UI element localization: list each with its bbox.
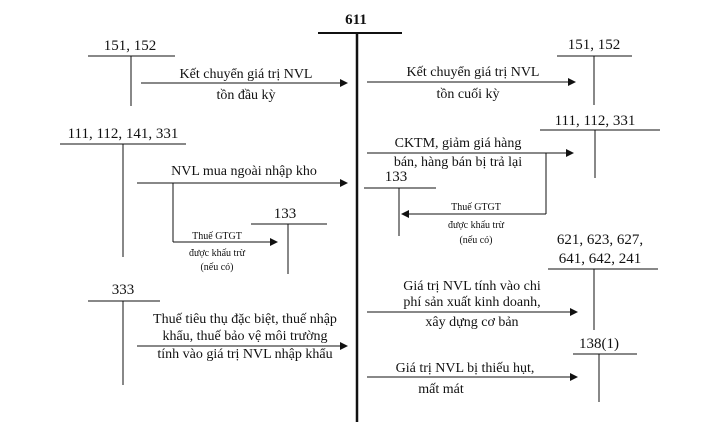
main-account-title: 611: [345, 12, 367, 28]
entry-left-taxes-line3: tính vào giá trị NVL nhập khẩu: [157, 347, 332, 362]
account-label-r4: 138(1): [579, 336, 619, 352]
entry-left-taxes-line1: Thuế tiêu thụ đặc biệt, thuế nhập: [153, 312, 337, 327]
entry-right-production-line3: xây dựng cơ bản: [425, 315, 518, 330]
entry-right-shortage-line1: Giá trị NVL bị thiếu hụt,: [396, 361, 535, 376]
entry-left-vat-line2: được khấu trừ: [189, 248, 246, 259]
account-label-l2: 111, 112, 141, 331: [68, 126, 179, 142]
entry-right-discount-line1: CKTM, giảm giá hàng: [395, 136, 522, 151]
account-label-l1: 151, 152: [104, 38, 157, 54]
entry-right-vat-line1: Thuế GTGT: [451, 202, 501, 213]
entry-left-vat-line1: Thuế GTGT: [192, 231, 242, 242]
entry-right-shortage-line2: mất mát: [418, 382, 464, 397]
account-label-r2sub: 133: [385, 169, 408, 185]
entry-right-production-line2: phí sản xuất kinh doanh,: [403, 295, 540, 310]
entry-right-closing-line2: tồn cuối kỳ: [437, 87, 500, 102]
entry-right-closing-line1: Kết chuyển giá trị NVL: [407, 65, 540, 80]
entry-right-discount-line2: bán, hàng bán bị trả lại: [394, 155, 522, 170]
entry-right-production-line1: Giá trị NVL tính vào chi: [403, 279, 541, 294]
account-label-r3-line2: 641, 642, 241: [559, 251, 642, 267]
entry-right-vat-line2: được khấu trừ: [448, 220, 505, 231]
account-label-r3-line1: 621, 623, 627,: [557, 232, 643, 248]
account-label-r2: 111, 112, 331: [555, 113, 636, 129]
entry-right-vat-line3: (nếu có): [459, 235, 492, 246]
entry-left-vat-line3: (nếu có): [200, 262, 233, 273]
entry-left-opening-line2: tồn đầu kỳ: [216, 88, 275, 103]
entry-left-purchase: NVL mua ngoài nhập kho: [171, 164, 317, 179]
account-label-l2sub: 133: [274, 206, 297, 222]
account-label-l3: 333: [112, 282, 135, 298]
entry-left-taxes-line2: khẩu, thuế bảo vệ môi trường: [162, 329, 327, 344]
entry-left-opening-line1: Kết chuyển giá trị NVL: [180, 67, 313, 82]
account-label-r1: 151, 152: [568, 37, 621, 53]
